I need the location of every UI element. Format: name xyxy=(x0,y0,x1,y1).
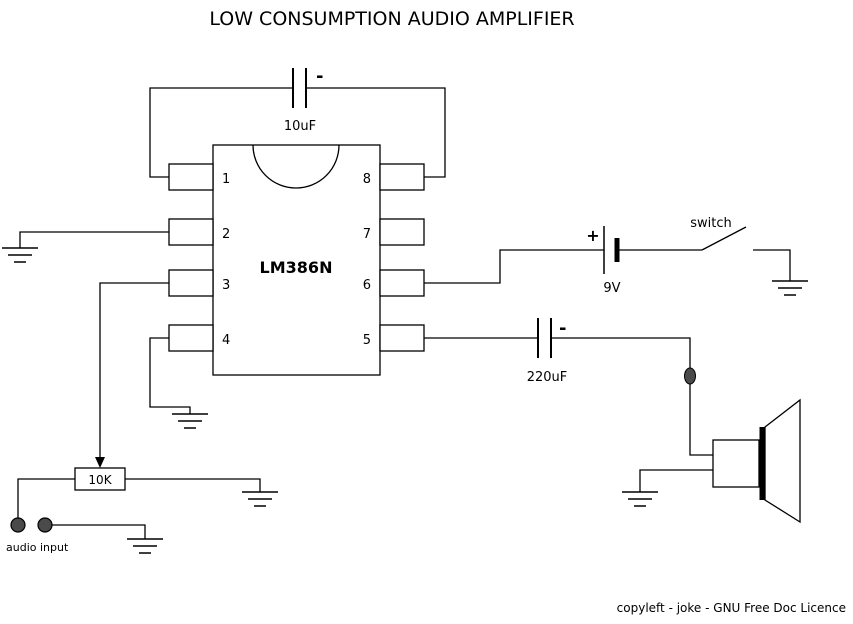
arrow-head-icon xyxy=(95,457,105,468)
pin-number: 5 xyxy=(363,333,371,348)
ground-icon xyxy=(241,491,279,507)
switch-lever xyxy=(701,226,747,251)
ic-notch xyxy=(252,144,340,189)
polarity-minus: - xyxy=(316,66,323,87)
pin-number: 3 xyxy=(222,278,230,293)
ic-pin-4 xyxy=(168,324,214,352)
wire xyxy=(639,469,713,492)
wire xyxy=(424,249,604,284)
wire xyxy=(125,478,261,492)
wire xyxy=(17,478,75,518)
wire xyxy=(19,231,169,248)
ground-icon xyxy=(621,491,659,507)
wire xyxy=(753,249,791,281)
ground-icon xyxy=(1,247,39,263)
wire xyxy=(149,87,293,178)
battery-value: 9V xyxy=(603,281,620,296)
ground-icon xyxy=(126,538,164,554)
potentiometer-value: 10K xyxy=(88,473,112,487)
ground-icon xyxy=(771,280,809,296)
wire xyxy=(306,87,446,178)
potentiometer-body xyxy=(74,467,126,491)
speaker-cone xyxy=(764,398,801,524)
ic-chip: 1 2 3 4 8 7 6 5 LM386N xyxy=(168,144,425,376)
pin-number: 7 xyxy=(363,227,371,242)
speaker-icon xyxy=(712,398,801,524)
ic-pin-8 xyxy=(379,163,425,191)
polarity-plus: + xyxy=(586,226,599,245)
input-terminal-icon xyxy=(37,517,53,533)
diagram-title: LOW CONSUMPTION AUDIO AMPLIFIER xyxy=(209,8,574,30)
potentiometer: 10K xyxy=(74,467,126,491)
battery-icon: + 9V xyxy=(586,226,621,296)
input-terminal-icon xyxy=(10,517,26,533)
pin-number: 6 xyxy=(363,278,371,293)
ground-icon xyxy=(171,413,209,429)
connector-bead-icon xyxy=(684,367,696,385)
capacitor-icon: - 220uF xyxy=(527,318,568,385)
ic-pin-1 xyxy=(168,163,214,191)
polarity-minus: - xyxy=(559,318,566,339)
audio-input-label: audio input xyxy=(6,541,69,554)
ic-pin-6 xyxy=(379,269,425,297)
pin-number: 8 xyxy=(363,172,371,187)
pin-number: 2 xyxy=(222,227,230,242)
wire xyxy=(551,337,713,456)
speaker-driver xyxy=(712,439,760,488)
pin-number: 1 xyxy=(222,172,230,187)
audio-input-jack: audio input xyxy=(6,517,69,554)
switch-label: switch xyxy=(690,216,732,231)
ic-pin-5 xyxy=(379,324,425,352)
ic-pin-7 xyxy=(379,218,425,246)
pin-number: 4 xyxy=(222,333,230,348)
license-text: copyleft - joke - GNU Free Doc Licence xyxy=(617,601,846,615)
ic-pin-2 xyxy=(168,218,214,246)
wire xyxy=(149,337,191,414)
ic-pin-3 xyxy=(168,269,214,297)
capacitor-icon: - 10uF xyxy=(284,66,324,134)
wire xyxy=(52,524,146,539)
switch-icon: switch xyxy=(690,216,747,251)
ic-label: LM386N xyxy=(260,258,333,277)
capacitor-value: 10uF xyxy=(284,119,316,134)
ic-body xyxy=(212,144,381,376)
wire xyxy=(99,282,169,458)
capacitor-value: 220uF xyxy=(527,370,568,385)
